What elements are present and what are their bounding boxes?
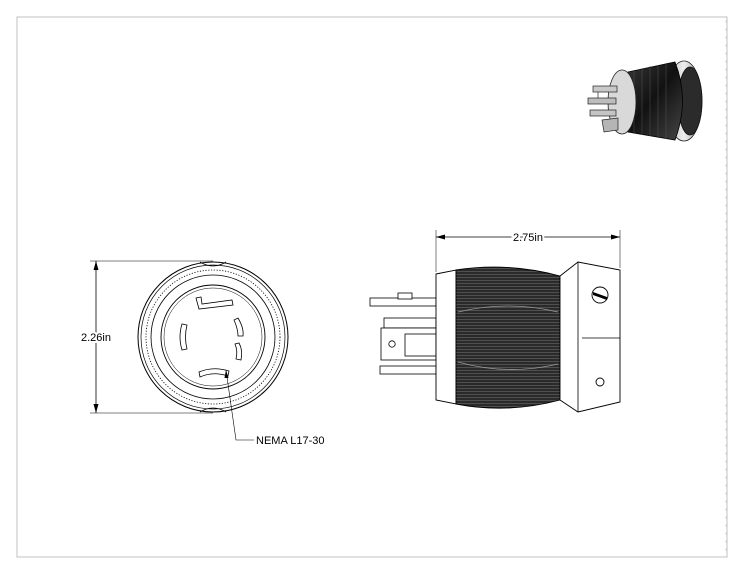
side-view: 2.75in — [369, 230, 621, 413]
plug-ribbed-body — [455, 266, 561, 409]
iso-view — [587, 60, 703, 142]
plug-blades — [369, 292, 437, 375]
sheet-frame — [16, 16, 728, 558]
receptacle-blades — [179, 296, 244, 378]
front-view: 2.26in NEMA L17-30 — [79, 260, 324, 447]
plug-face-plate — [435, 269, 457, 405]
plug-3d-render-icon — [587, 60, 703, 142]
side-length-dimension: 2.75in — [513, 232, 543, 244]
front-height-dimension: 2.26in — [81, 332, 111, 344]
plug-rear-collar — [559, 261, 621, 413]
nema-callout-label: NEMA L17-30 — [256, 435, 324, 447]
screw-hole-icon — [595, 377, 605, 387]
